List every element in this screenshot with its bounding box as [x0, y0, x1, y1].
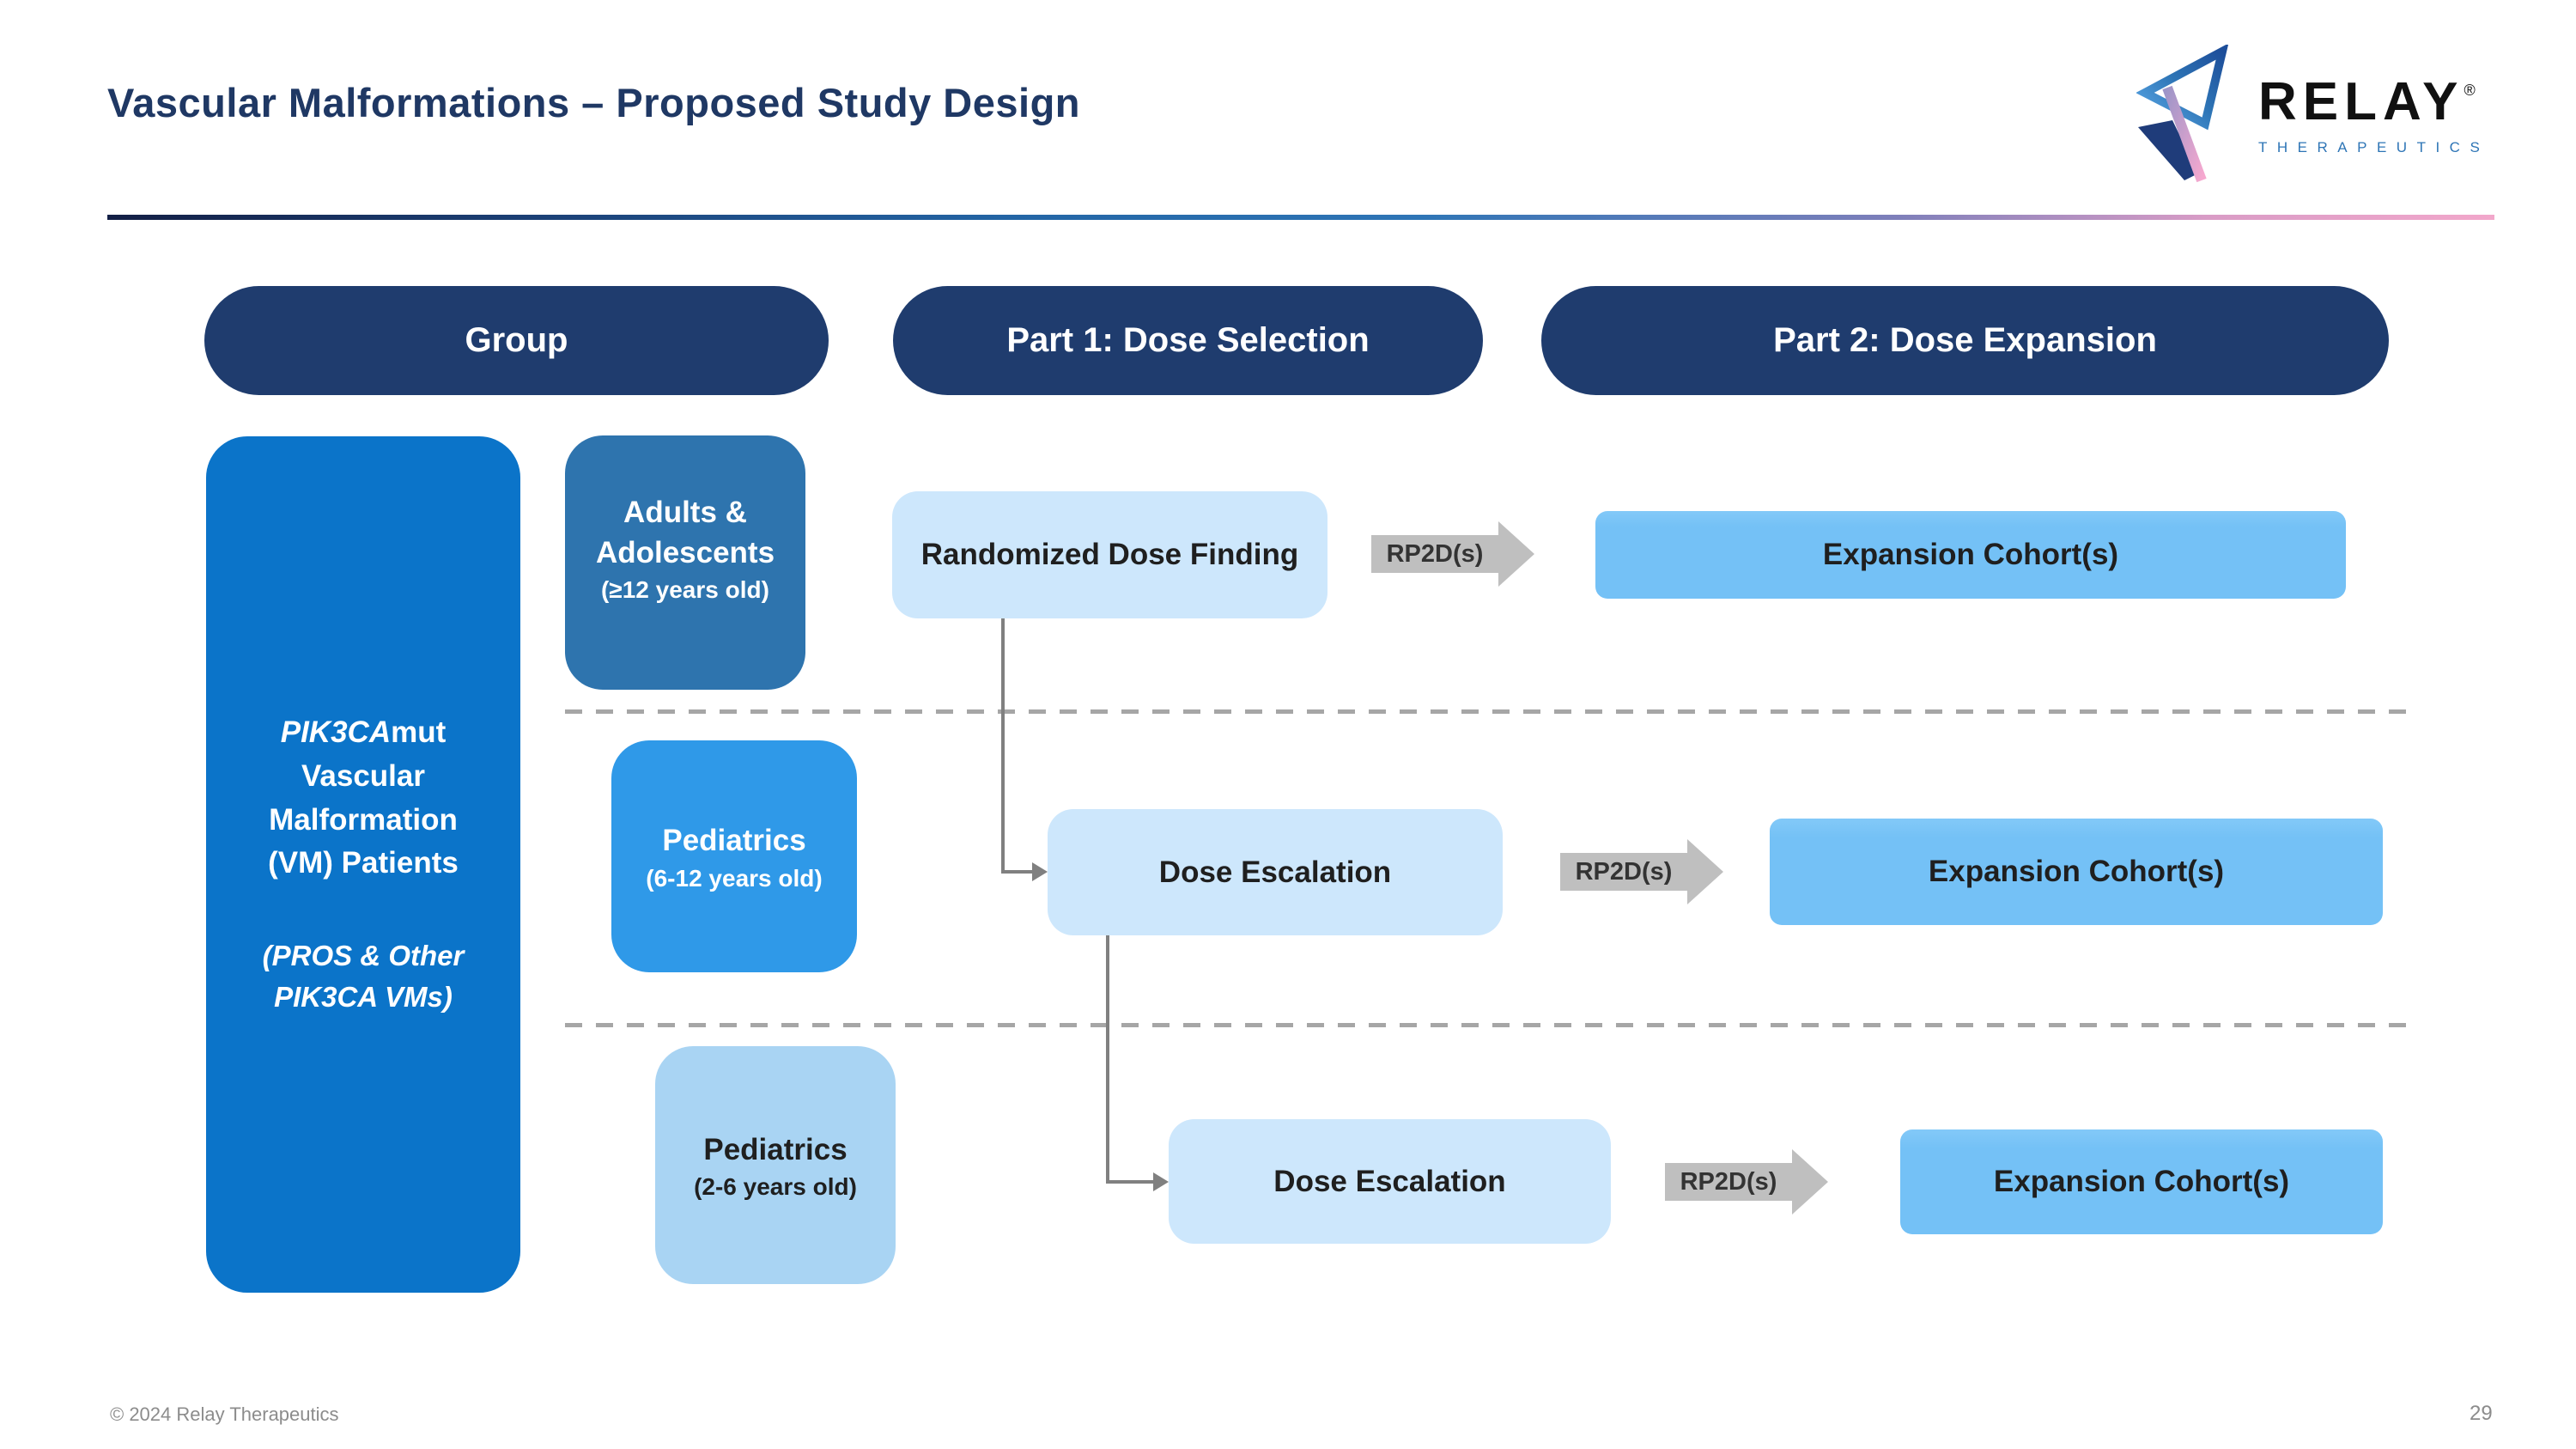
expansion-cohort-box-row1: Expansion Cohort(s) [1595, 511, 2346, 599]
expansion-cohort-box-row2: Expansion Cohort(s) [1770, 819, 2383, 925]
group-title: Pediatrics [662, 824, 806, 858]
patient-population-text: Vascular Malformation (VM) Patients [268, 758, 459, 880]
rp2d-arrow-label: RP2D(s) [1386, 539, 1484, 568]
group-box-adults-adolescents: Adults & Adolescents (≥12 years old) [565, 435, 805, 690]
group-age-range: (2-6 years old) [694, 1173, 857, 1201]
relay-brand-name: RELAY® [2258, 72, 2476, 131]
rp2d-arrow-row2: RP2D(s) [1560, 829, 1723, 915]
footer-copyright: © 2024 Relay Therapeutics [110, 1403, 339, 1425]
group-title: Adults & Adolescents [595, 495, 775, 569]
column-header-part1-dose-selection: Part 1: Dose Selection [893, 286, 1483, 395]
gene-name-italic: PIK3CA [280, 715, 392, 750]
patient-gene-line: PIK3CAmut [281, 711, 447, 755]
block-arrow-right-icon [1665, 1149, 1828, 1215]
patient-subnote: (PROS & Other PIK3CA VMs) [262, 940, 465, 1013]
block-arrow-right-icon [1560, 839, 1723, 904]
row-divider-dashed-1 [565, 709, 2409, 714]
group-box-pediatrics-2-6: Pediatrics (2-6 years old) [655, 1046, 896, 1284]
page-number: 29 [2470, 1402, 2493, 1425]
title-divider-rule [107, 215, 2494, 220]
relay-logo: RELAY® THERAPEUTICS [2136, 41, 2497, 196]
connector-arrowhead-icon [1153, 1172, 1169, 1191]
column-header-group: Group [204, 286, 829, 395]
group-age-range: (6-12 years old) [646, 864, 823, 892]
gene-suffix: mut [391, 715, 447, 750]
relay-logo-mark-icon [2136, 45, 2229, 183]
block-arrow-right-icon [1371, 521, 1534, 587]
dose-escalation-box-row3: Dose Escalation [1169, 1119, 1611, 1244]
row-divider-dashed-2 [565, 1023, 2409, 1027]
patient-population-box: PIK3CAmut Vascular Malformation (VM) Pat… [206, 436, 520, 1293]
group-title: Pediatrics [703, 1132, 848, 1166]
rp2d-arrow-label: RP2D(s) [1575, 857, 1673, 886]
column-header-part2-dose-expansion: Part 2: Dose Expansion [1541, 286, 2389, 395]
rp2d-arrow-row1: RP2D(s) [1371, 511, 1534, 597]
rp2d-arrow-label: RP2D(s) [1680, 1167, 1777, 1196]
relay-logo-text: RELAY® THERAPEUTICS [2258, 76, 2489, 156]
registered-mark: ® [2464, 82, 2476, 99]
group-age-range: (≥12 years old) [601, 576, 769, 604]
expansion-cohort-box-row3: Expansion Cohort(s) [1900, 1129, 2383, 1234]
slide-title: Vascular Malformations – Proposed Study … [107, 80, 1081, 125]
rp2d-arrow-row3: RP2D(s) [1665, 1139, 1828, 1225]
connector-arrowhead-icon [1032, 862, 1048, 881]
group-box-pediatrics-6-12: Pediatrics (6-12 years old) [611, 740, 857, 972]
randomized-dose-finding-box: Randomized Dose Finding [892, 491, 1327, 618]
dose-escalation-box-row2: Dose Escalation [1048, 809, 1503, 935]
relay-brand-subtext: THERAPEUTICS [2258, 139, 2490, 155]
